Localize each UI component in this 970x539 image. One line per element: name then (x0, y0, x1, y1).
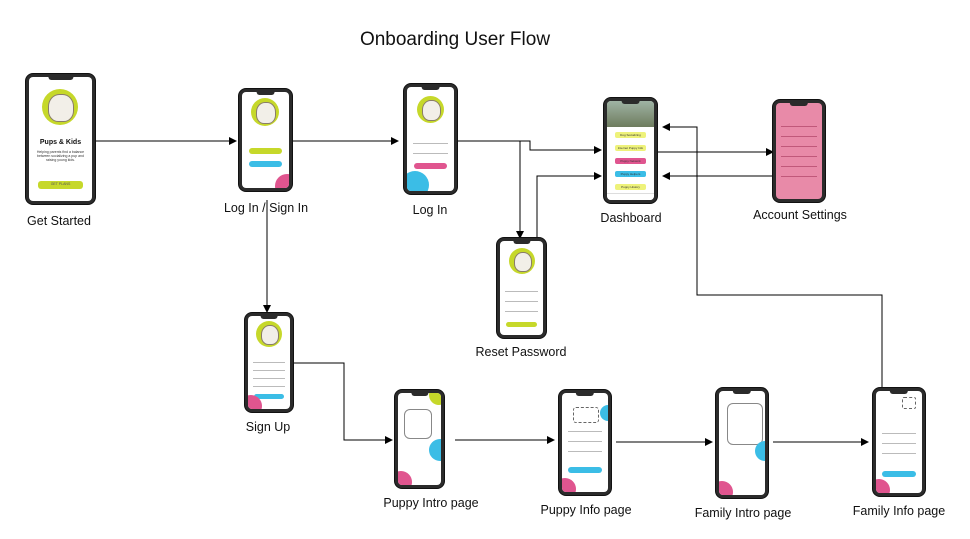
puppy-logo-icon (251, 98, 279, 126)
phone-account-settings (773, 100, 825, 202)
phone-reset-password (497, 238, 546, 338)
arrow-reset-to-dashboard (536, 172, 602, 253)
arrow-family-info-to-dashboard (662, 123, 883, 388)
app-name: Pups & Kids (39, 139, 82, 146)
dashboard-menu-item[interactable]: Puppy History (615, 184, 646, 190)
label-login: Log In (412, 203, 448, 217)
label-family-info: Family Info page (852, 504, 946, 518)
app-tagline: Helping parents find a balance between s… (36, 150, 85, 163)
decor-cyan-blob (429, 439, 441, 461)
label-family-intro: Family Intro page (694, 506, 792, 520)
phone-family-intro (716, 388, 768, 498)
puppy-age-field[interactable] (567, 451, 603, 452)
decor-pink-blob (275, 174, 289, 188)
get-plans-button[interactable]: GET PLANS (37, 181, 84, 189)
dashboard-menu-item[interactable]: Puppy Helpers (615, 171, 646, 177)
puppy-illustration (404, 409, 432, 439)
phone-get-started: Pups & Kids Helping parents find a balan… (26, 74, 95, 204)
arrow-signup-to-puppy-intro (293, 362, 393, 444)
password-field[interactable] (412, 153, 449, 154)
label-reset-password: Reset Password (475, 345, 567, 359)
label-dashboard: Dashboard (600, 211, 662, 225)
footprints-icon (902, 397, 916, 409)
puppy-breed-field[interactable] (567, 441, 603, 442)
kids-ages-field[interactable] (881, 443, 917, 444)
next-button[interactable] (882, 471, 916, 477)
decor-pink-blob (562, 478, 576, 492)
new-password-field[interactable] (505, 301, 538, 302)
dashboard-hero-photo (607, 101, 654, 127)
phone-puppy-info (559, 390, 611, 495)
paw-prints-icon (573, 407, 599, 423)
schedule-field[interactable] (881, 453, 917, 454)
arrow-login-to-reset (443, 140, 524, 239)
dashboard-menu-item[interactable]: Dog Socializing (615, 132, 646, 138)
get-plans-label: GET PLANS (50, 182, 71, 186)
phone-sign-up (245, 313, 293, 412)
password-field[interactable] (253, 378, 285, 379)
label-get-started: Get Started (27, 214, 91, 228)
phone-puppy-intro (395, 390, 444, 488)
label-account-settings: Account Settings (753, 208, 847, 222)
puppy-logo-icon (509, 248, 535, 274)
signup-button[interactable] (248, 161, 283, 167)
decor-cyan-blob (407, 171, 429, 191)
email-field[interactable] (505, 291, 538, 292)
email-field[interactable] (412, 143, 449, 144)
label-puppy-info: Puppy Info page (540, 503, 632, 517)
phone-login-signin (239, 89, 292, 191)
decor-pink-blob (719, 481, 733, 495)
phone-family-info (873, 388, 925, 496)
label-login-signin: Log In / Sign In (223, 201, 309, 215)
decor-yellow-blob (429, 393, 441, 405)
signup-button[interactable] (253, 394, 285, 399)
label-puppy-intro: Puppy Intro page (383, 496, 479, 510)
puppy-logo-icon (417, 96, 444, 123)
bottom-nav (607, 193, 654, 200)
login-button[interactable] (413, 163, 448, 169)
decor-cyan-blob (600, 405, 608, 421)
confirm-password-field[interactable] (505, 311, 538, 312)
phone-login (404, 84, 457, 194)
name-field[interactable] (253, 362, 285, 363)
arrow-login-to-dashboard (443, 140, 602, 154)
puppy-name-field[interactable] (567, 431, 603, 432)
decor-cyan-blob (755, 441, 765, 461)
email-field[interactable] (253, 370, 285, 371)
puppy-logo-icon (42, 89, 78, 125)
label-sign-up: Sign Up (245, 420, 291, 434)
reset-password-button[interactable] (506, 322, 537, 327)
diagram-title: Onboarding User Flow (359, 29, 551, 50)
family-illustration (727, 403, 763, 445)
dashboard-menu-item[interactable]: Internet Puppy Info (615, 145, 646, 151)
login-button[interactable] (248, 148, 283, 154)
decor-pink-blob (876, 479, 890, 493)
puppy-logo-icon (256, 321, 282, 347)
family-size-field[interactable] (881, 433, 917, 434)
decor-pink-blob (398, 471, 412, 485)
confirm-password-field[interactable] (253, 386, 285, 387)
decor-pink-blob (248, 395, 262, 409)
dashboard-menu-item[interactable]: Puppy Network (615, 158, 646, 164)
next-button[interactable] (568, 467, 602, 473)
settings-list (781, 117, 817, 191)
